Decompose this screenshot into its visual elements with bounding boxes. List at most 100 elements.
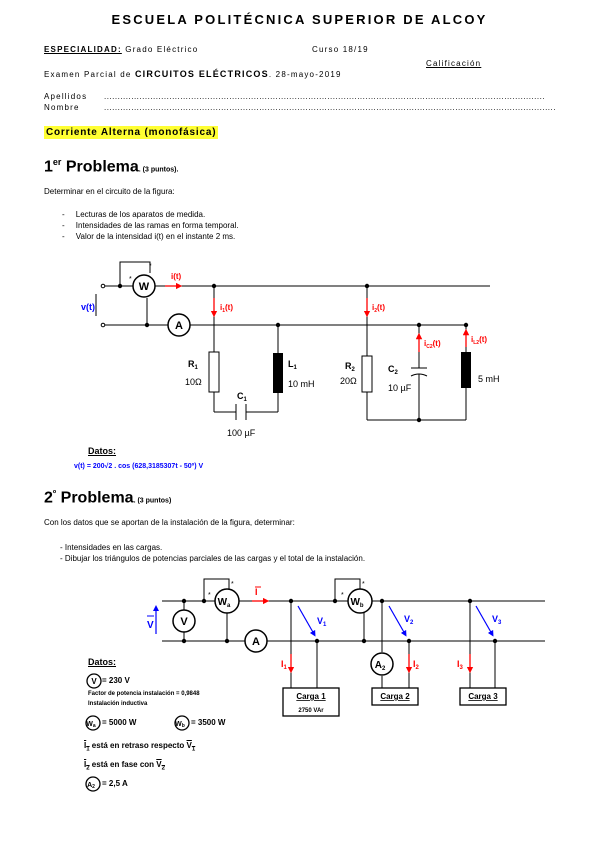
- problem2-heading: 2º Problema. (3 puntos): [44, 488, 171, 507]
- r1-label: R1: [188, 359, 199, 371]
- voltmeter-label: V: [180, 616, 188, 628]
- source-label: v(t): [81, 302, 95, 312]
- list-item: - Valor de la intensidad i(t) en el inst…: [62, 232, 236, 241]
- inductive-note: Instalación inductiva: [88, 701, 148, 707]
- wattmeter-star: *: [149, 263, 152, 270]
- i-label: I: [255, 587, 258, 597]
- section-title: Corriente Alterna (monofásica): [44, 126, 219, 139]
- ammeter-a2-icon: [370, 652, 394, 676]
- v2-label: V2: [404, 614, 414, 626]
- problem1-points: . (3 puntos).: [138, 166, 179, 174]
- load2-label: Carga 2: [380, 692, 410, 701]
- wattmeter-a-small-label: Wa: [86, 721, 96, 729]
- problem1-heading: 1er Problema. (3 puntos).: [44, 157, 178, 176]
- power-factor: Factor de potencia instalación = 0,9848: [88, 691, 200, 697]
- wattmeter-b-label: Wb: [350, 597, 363, 609]
- c1-label: C1: [237, 391, 248, 403]
- i2-relation: I2 está en fase con V2: [84, 760, 165, 772]
- r1-value: 10Ω: [185, 377, 202, 387]
- v-reading: = 230 V: [102, 676, 130, 685]
- problem2-tasks: - Intensidades en las cargas. - Dibujar …: [60, 542, 365, 564]
- wattmeter-a-small-icon: [85, 715, 101, 731]
- inductor-l2: [461, 352, 471, 388]
- course: Curso 18/19: [312, 45, 369, 54]
- i3-label: I3: [457, 659, 464, 671]
- voltmeter-icon: [172, 609, 196, 633]
- ammeter2-label: A: [252, 636, 260, 648]
- problem1-sup: er: [52, 157, 62, 167]
- exam-prefix: Examen Parcial de: [44, 70, 132, 79]
- list-item: - Lecturas de los aparatos de medida.: [62, 210, 206, 219]
- problem1-data-label: Datos:: [88, 446, 117, 456]
- list-item: - Intensidades de las ramas en forma tem…: [62, 221, 239, 230]
- wattmeter-star: *: [129, 276, 132, 283]
- l2-value: 5 mH: [478, 374, 500, 384]
- problem1-tasks: - Lecturas de los aparatos de medida. - …: [62, 209, 239, 242]
- c2-label: C2: [388, 364, 399, 376]
- voltmeter-small-label: V: [91, 677, 97, 686]
- problem1-formula: v(t) = 200√2 . cos (628,3185307t - 50º) …: [74, 463, 204, 470]
- wattmeter-a-icon: [214, 588, 240, 614]
- surname-field[interactable]: ........................................…: [104, 92, 546, 101]
- problem2-data-label: Datos:: [88, 657, 117, 667]
- load3-label: Carga 3: [468, 692, 498, 701]
- specialty-label: ESPECIALIDAD:: [44, 45, 122, 54]
- r2-label: R2: [345, 361, 356, 373]
- l1-label: L1: [288, 359, 298, 371]
- r2-value: 20Ω: [340, 376, 357, 386]
- problem1-title: Problema: [61, 158, 139, 176]
- problem2-sup: º: [52, 488, 57, 498]
- wattmeter-star: *: [341, 592, 344, 599]
- specialty-value: Grado Eléctrico: [125, 45, 199, 54]
- wattmeter-b-small-label: Wb: [175, 721, 185, 729]
- i2-label: i2(t): [372, 303, 385, 314]
- i1-label: I1: [281, 659, 288, 671]
- c2-value: 10 µF: [388, 383, 412, 393]
- ammeter-a2-small-icon: [85, 776, 101, 792]
- exam-subject: CIRCUITOS ELÉCTRICOS: [134, 69, 269, 79]
- inductor-l1: [273, 353, 283, 393]
- name-label: Nombre: [44, 103, 80, 112]
- problem2-title: Problema: [56, 489, 134, 507]
- load1-value: 2750 VAr: [298, 708, 324, 714]
- ammeter2-icon: [244, 629, 268, 653]
- problem2-intro: Con los datos que se aportan de la insta…: [44, 518, 295, 527]
- ammeter-label: A: [175, 320, 183, 332]
- wattmeter-b-small-icon: [174, 715, 190, 731]
- wb-reading: = 3500 W: [191, 718, 226, 727]
- ammeter-a2-label: A2: [375, 660, 386, 672]
- l1-value: 10 mH: [288, 379, 315, 389]
- exam-row: Examen Parcial de CIRCUITOS ELÉCTRICOS. …: [44, 69, 342, 79]
- list-item: - Intensidades en las cargas.: [60, 543, 163, 552]
- voltmeter-small-icon: [86, 673, 102, 689]
- specialty-row: ESPECIALIDAD: Grado Eléctrico: [44, 45, 198, 54]
- current-label: i(t): [171, 272, 182, 281]
- wa-reading: = 5000 W: [102, 718, 137, 727]
- ic2-label: iC2(t): [424, 339, 441, 350]
- c1-value: 100 µF: [227, 428, 256, 438]
- v1-label: V1: [317, 616, 327, 628]
- exam-date: . 28-mayo-2019: [268, 70, 342, 79]
- v-source-label: V: [147, 620, 154, 631]
- problem1-number: 1: [44, 158, 53, 176]
- ammeter-icon: [167, 313, 191, 337]
- name-field[interactable]: ........................................…: [104, 103, 556, 112]
- v3-label: V3: [492, 614, 502, 626]
- wattmeter-star: *: [231, 581, 234, 588]
- problem1-intro: Determinar en el circuito de la figura:: [44, 187, 175, 196]
- wattmeter-b-icon: [347, 588, 373, 614]
- school-title: ESCUELA POLITÉCNICA SUPERIOR DE ALCOY: [111, 12, 488, 27]
- a2-reading: = 2,5 A: [102, 779, 128, 788]
- wattmeter-icon: [132, 274, 156, 298]
- i2-label: I2: [413, 659, 420, 671]
- surname-label: Apellidos: [44, 92, 88, 101]
- problem2-number: 2: [44, 489, 53, 507]
- wattmeter-a-label: Wa: [218, 597, 231, 609]
- wattmeter-star: *: [208, 592, 211, 599]
- grade-label: Calificación: [426, 59, 482, 68]
- wattmeter-label: W: [139, 281, 150, 293]
- list-item: - Dibujar los triángulos de potencias pa…: [60, 554, 366, 563]
- i1-label: i1(t): [220, 303, 233, 314]
